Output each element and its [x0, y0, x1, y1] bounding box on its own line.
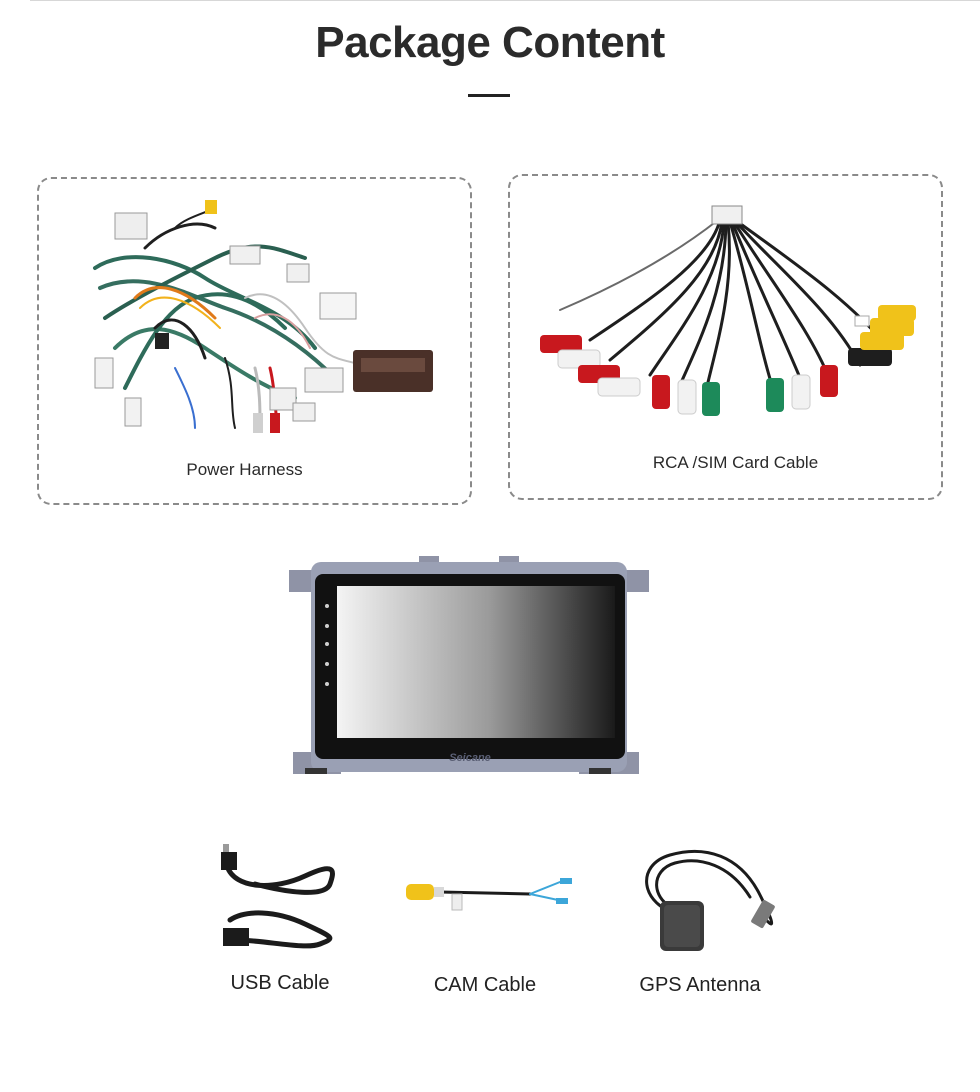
usb-cable-image	[221, 844, 335, 949]
power-harness-image	[93, 200, 433, 433]
usb-cable-label: USB Cable	[230, 972, 330, 994]
power-harness-card	[37, 177, 472, 505]
head-unit-brand: Seicane	[449, 752, 491, 764]
title-underline	[468, 94, 510, 97]
head-unit-image	[289, 556, 649, 774]
rca-sim-cable-label: RCA /SIM Card Cable	[652, 453, 819, 472]
cam-cable-image	[406, 878, 572, 911]
rca-sim-cable-card	[508, 174, 943, 500]
cam-cable-label: CAM Cable	[433, 974, 537, 996]
top-divider	[30, 0, 980, 1]
power-harness-label: Power Harness	[186, 460, 303, 479]
rca-sim-cable-image	[540, 205, 916, 416]
gps-antenna-image	[645, 849, 775, 951]
gps-antenna-label: GPS Antenna	[639, 974, 761, 996]
page-title: Package Content	[315, 18, 665, 67]
